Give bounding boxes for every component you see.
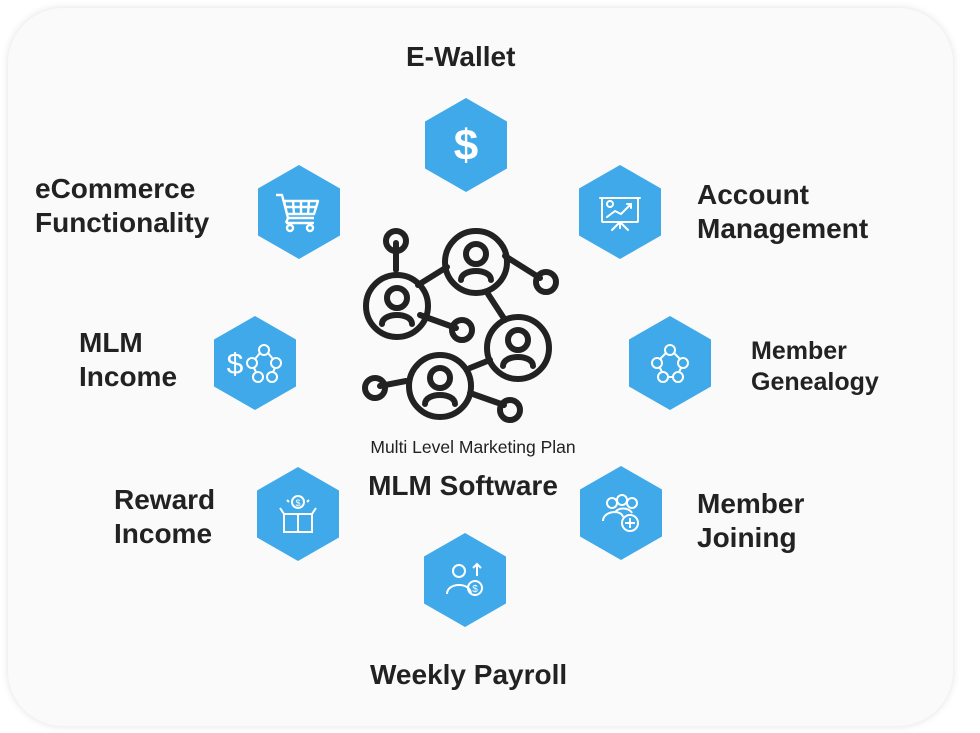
shopping-cart-icon [276,193,320,233]
svg-text:$: $ [227,348,244,381]
dollar-icon: $ [454,121,478,170]
feature-hex-member-genealogy [629,316,711,410]
feature-hex-account-management [579,165,661,259]
feature-hex-member-joining [580,466,662,560]
feature-hex-weekly-payroll: $ [424,533,506,627]
svg-text:$: $ [472,584,478,595]
svg-text:$: $ [295,498,300,508]
feature-label-account-management: Account Management [697,179,869,244]
feature-label-reward-income: Reward Income [114,484,216,549]
feature-label-e-wallet: E-Wallet [406,41,516,72]
diagram-title: MLM Software [368,470,558,501]
group-add-icon [602,494,639,532]
presentation-chart-icon [599,197,641,231]
feature-label-member-joining: Member Joining [697,488,805,553]
svg-text:$: $ [454,121,478,170]
gift-box-icon: $ [279,495,317,533]
feature-label-member-genealogy: Member Genealogy [751,337,879,396]
feature-label-mlm-income: MLM Income [79,327,178,392]
salary-person-icon: $ [446,562,483,596]
feature-hex-ecommerce [258,165,340,259]
network-tree-icon [651,344,689,383]
feature-label-ecommerce: eCommerce Functionality [35,173,210,238]
diagram-subtitle: Multi Level Marketing Plan [370,437,576,457]
dollar-network-icon: $ [227,344,282,383]
mlm-network-icon [362,228,559,423]
feature-label-weekly-payroll: Weekly Payroll [370,659,568,690]
